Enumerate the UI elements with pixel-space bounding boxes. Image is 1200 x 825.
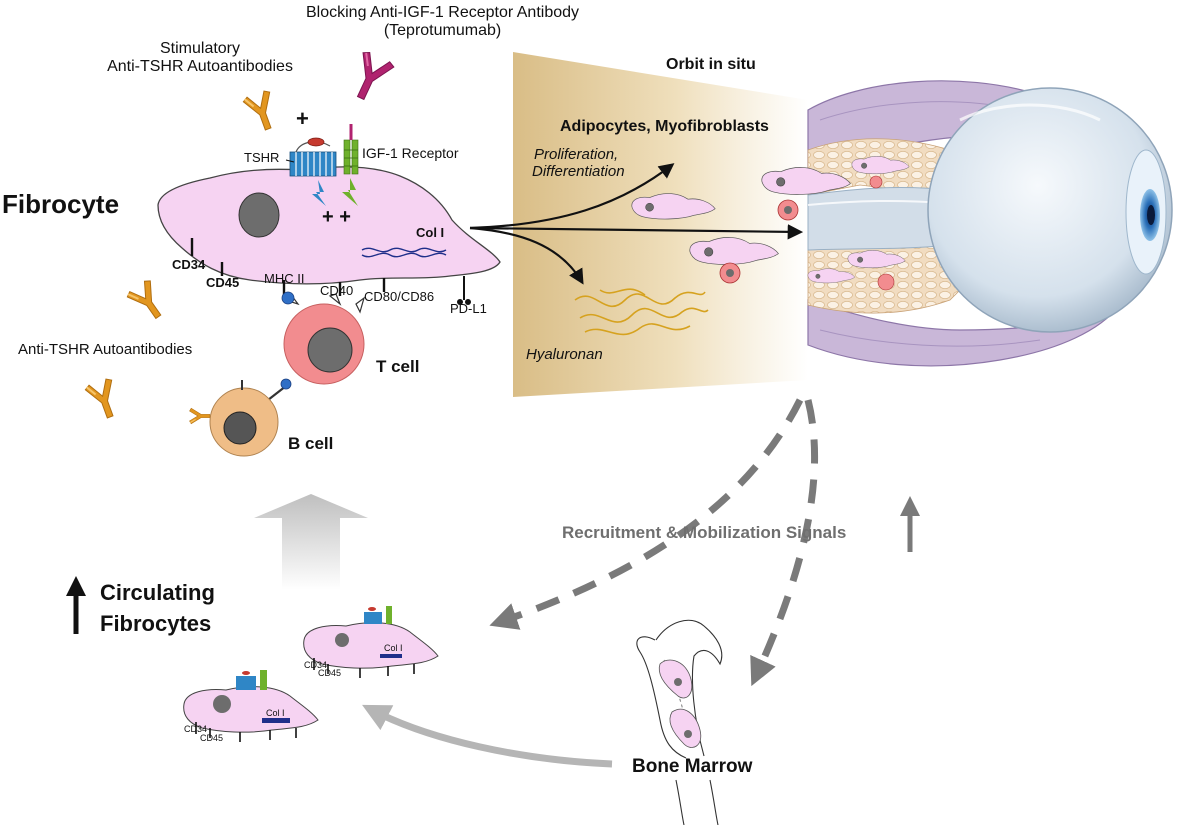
blocking-antibody-label-line2: (Teprotumumab) <box>383 22 502 40</box>
anti-tshr-antibody-lower <box>83 376 125 423</box>
small-cd45-label-upper: CD45 <box>318 668 342 678</box>
small-col-i-label-lower: Col I <box>266 708 285 718</box>
orbit-beam <box>513 52 808 397</box>
stimulatory-label-line2: Anti-TSHR Autoantibodies <box>107 58 293 76</box>
b-cell <box>189 378 292 457</box>
stimulatory-label-line1: Stimulatory <box>159 40 241 57</box>
increase-arrow <box>66 576 86 634</box>
bone-marrow-label: Bone Marrow <box>632 756 753 777</box>
plus-sign: + <box>296 106 309 131</box>
cd45-label: CD45 <box>206 275 240 290</box>
circulating-fibrocytes-label: Circulating Fibrocytes <box>100 578 215 640</box>
stimulatory-antibody-label: Stimulatory Anti-TSHR Autoantibodies <box>78 40 322 77</box>
circulating-label-line2: Fibrocytes <box>100 610 212 636</box>
fibrocyte-cell <box>157 166 501 305</box>
igf1-receptor-label: IGF-1 Receptor <box>362 145 459 161</box>
circulating-cell-upper <box>303 606 439 678</box>
t-cell-label: T cell <box>376 357 420 376</box>
cd40-label: CD40 <box>320 283 354 298</box>
igf1-receptor <box>342 124 359 206</box>
anti-tshr-autoantibodies-label: Anti-TSHR Autoantibodies <box>18 341 193 358</box>
proliferation-label: Proliferation, Differentiation <box>532 146 625 181</box>
orbit-in-situ-label: Orbit in situ <box>666 56 756 73</box>
hyaluronan-strands <box>574 288 709 336</box>
col-i-label: Col I <box>416 225 445 240</box>
tshr-receptors <box>285 137 337 206</box>
b-cell-label: B cell <box>288 434 334 453</box>
proliferation-label-line1: Proliferation, <box>534 146 619 163</box>
adipocytes-label: Adipocytes, Myofibroblasts <box>560 118 769 135</box>
blocking-antibody-label: Blocking Anti-IGF-1 Receptor Antibody (T… <box>280 4 605 41</box>
small-cd34-label-upper: CD34 <box>304 660 328 670</box>
blocking-antibody <box>344 48 397 107</box>
mhc-ii-label: MHC II <box>264 271 305 286</box>
blocking-antibody-label-line1: Blocking Anti-IGF-1 Receptor Antibody <box>305 4 580 21</box>
circulating-label-line1: Circulating <box>100 580 215 605</box>
circulating-cell-lower <box>183 670 319 742</box>
pd-l1-label: PD-L1 <box>450 301 487 316</box>
double-plus-sign: + + <box>322 206 351 228</box>
t-cell <box>281 291 366 385</box>
hyaluronan-label: Hyaluronan <box>526 346 603 363</box>
orbit-eye-illustration <box>807 80 1173 367</box>
stimulatory-antibody <box>241 88 283 135</box>
cd80-cd86-label: CD80/CD86 <box>364 289 435 304</box>
small-col-i-label-upper: Col I <box>384 643 403 653</box>
beam-cells <box>631 167 851 284</box>
signal-increase-arrow <box>900 496 920 552</box>
anti-tshr-antibody-upper <box>124 277 171 326</box>
differentiation-arrows <box>469 163 804 285</box>
tshr-label: TSHR <box>244 150 280 165</box>
recruitment-signals-label: Recruitment & Mobilization Signals <box>562 523 847 542</box>
small-cd34-label-lower: CD34 <box>184 724 208 734</box>
small-cd45-label-lower: CD45 <box>200 733 224 743</box>
upward-arrow <box>254 494 368 590</box>
proliferation-label-line2: Differentiation <box>532 163 625 181</box>
cd34-label: CD34 <box>172 257 206 272</box>
bone-marrow-cells <box>658 659 702 748</box>
fibrocyte-label: Fibrocyte <box>2 189 120 219</box>
mobilization-arrow <box>362 704 613 768</box>
recruitment-arrows <box>489 398 819 687</box>
